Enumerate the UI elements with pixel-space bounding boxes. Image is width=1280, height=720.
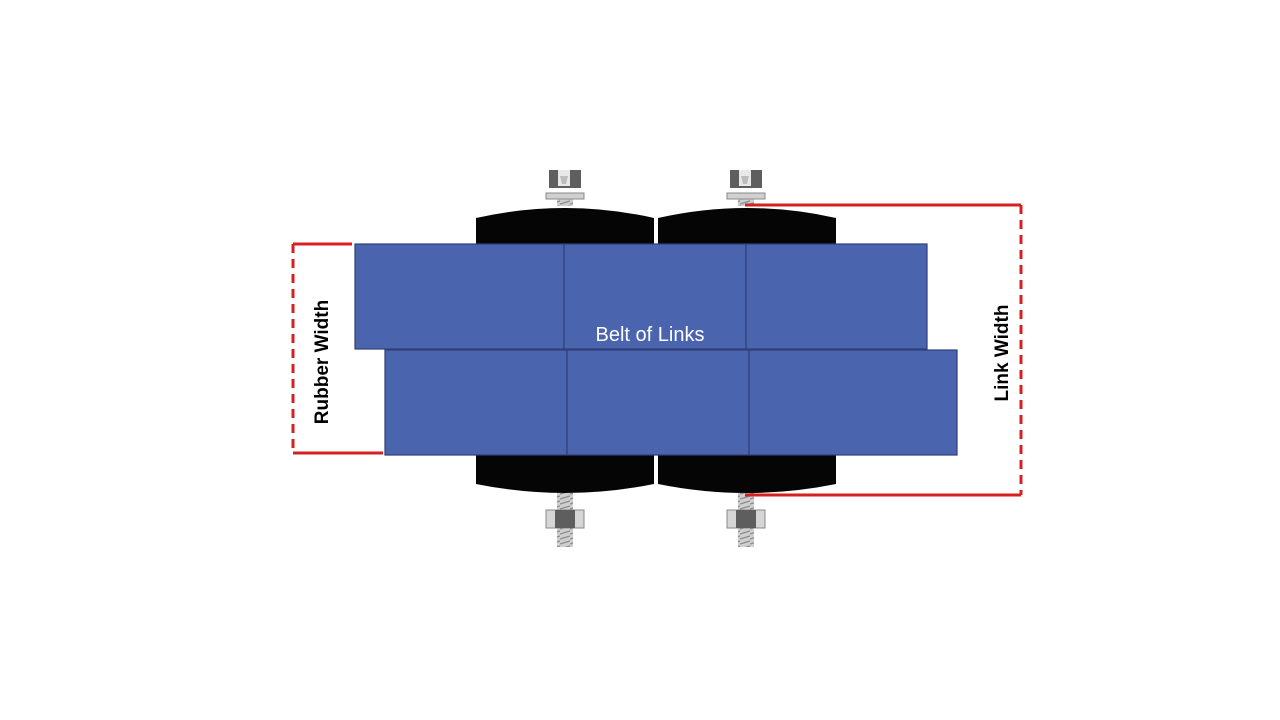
top-bolt-left xyxy=(545,170,585,206)
rubber-block-left xyxy=(476,208,654,493)
rubber-width-label: Rubber Width xyxy=(312,300,333,424)
link xyxy=(748,349,958,456)
upper-link-row xyxy=(354,243,928,350)
belt-label: Belt of Links xyxy=(596,324,705,346)
link xyxy=(566,349,750,456)
link xyxy=(354,243,565,350)
bottom-bolt-left xyxy=(545,493,585,547)
link xyxy=(745,243,928,350)
bottom-bolt-right xyxy=(726,493,766,547)
lower-link-row xyxy=(384,349,958,456)
link xyxy=(384,349,568,456)
link-width-dimension xyxy=(745,203,1023,497)
link-width-label: Link Width xyxy=(992,305,1013,402)
rubber-width-dimension xyxy=(291,242,383,455)
rubber-block-right xyxy=(658,208,836,493)
top-bolt-right xyxy=(726,170,766,206)
link xyxy=(563,243,747,350)
